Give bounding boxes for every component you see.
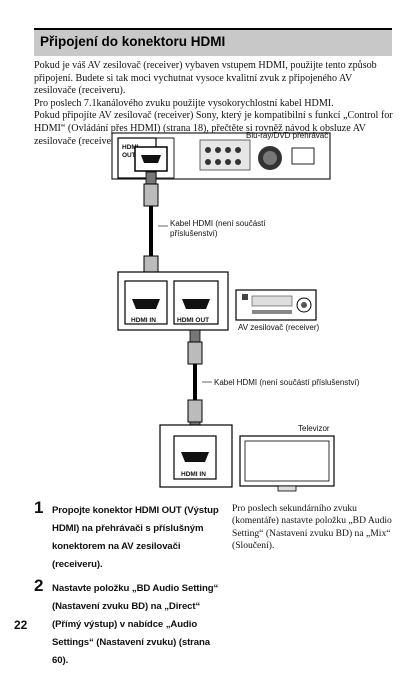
section-title: Připojení do konektoru HDMI [40,34,226,49]
tv-label: Televizor [298,424,330,433]
connection-diagram: HDMI OUT Blu-ray/DVD přehrávač Kabel HDM… [111,131,360,492]
av-receiver-illustration [235,289,317,321]
tv-in-label: HDMI IN [181,471,206,478]
cable1-label-line2: příslušenství) [170,229,218,238]
intro-paragraph-3: Pokud připojíte AV zesilovač (receiver) … [34,110,393,147]
hdmi-port-icon [181,452,209,462]
cable2-label: Kabel HDMI (není součástí příslušenství) [214,378,360,387]
cable1-label-line1: Kabel HDMI (není součástí [170,219,266,228]
step-text: Nastavte položku „BD Audio Setting“ (Nas… [52,583,219,666]
instruction-steps: 1 Propojte konektor HDMI OUT (Výstup HDM… [34,498,224,674]
step-2: 2 Nastavte položku „BD Audio Setting“ (N… [34,576,224,668]
receiver-in-label: HDMI IN [131,317,156,324]
intro-paragraph-1: Pokud je váš AV zesilovač (receiver) vyb… [34,60,377,97]
intro-paragraph-2: Pro poslech 7.1kanálového zvuku použijte… [34,97,334,109]
step-text: Propojte konektor HDMI OUT (Výstup HDMI)… [52,505,219,570]
section-header: Připojení do konektoru HDMI [34,28,392,56]
hdmi-cable-2 [187,329,203,433]
player-port-label-1: HDMI [122,144,139,151]
hdmi-port-icon [141,155,161,163]
step-number: 2 [34,576,44,595]
television-illustration [239,435,335,492]
player-port-label-2: OUT [122,152,136,159]
hdmi-port-icon [182,299,210,309]
page-number: 22 [14,618,28,632]
hdmi-port-icon [132,299,160,309]
hdmi-cable-1 [143,171,159,289]
receiver-out-label: HDMI OUT [177,317,209,324]
player-label: Blu-ray/DVD přehrávač [246,131,328,140]
step-number: 1 [34,498,44,517]
note-text: Pro poslech sekundárního zvuku (komentář… [232,503,392,551]
intro-text: Pokud je váš AV zesilovač (receiver) vyb… [34,60,394,148]
step-1: 1 Propojte konektor HDMI OUT (Výstup HDM… [34,498,224,572]
receiver-label: AV zesilovač (receiver) [238,323,320,332]
